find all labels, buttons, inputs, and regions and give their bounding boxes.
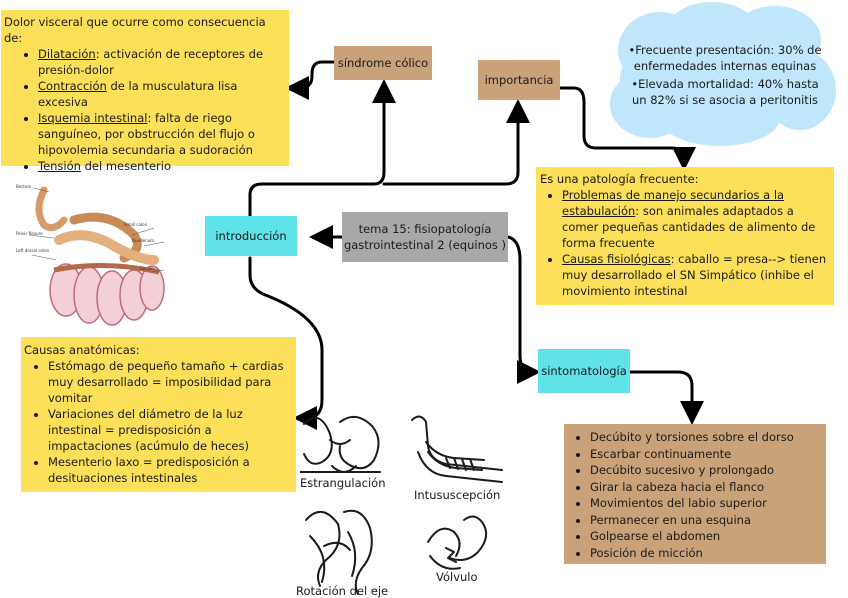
introduccion-node: introducción [205, 216, 297, 256]
svg-text:Pelvic flexure: Pelvic flexure [16, 231, 43, 236]
visceral-pain-box: Dolor visceral que ocurre como consecuen… [1, 10, 289, 173]
list-item: Contracción de la musculatura lisa exces… [38, 78, 285, 110]
list-item: Permanecer en una esquina [590, 512, 822, 529]
anatomicas-intro: Causas anatómicas: [24, 343, 140, 357]
sintomatologia-node: sintomatología [538, 349, 630, 393]
list-item: Estómago de pequeño tamaño + cardias muy… [48, 358, 292, 406]
patologia-frecuente-box: Es una patología frecuente: Problemas de… [536, 167, 834, 305]
caption-volvulo: Vólvulo [436, 570, 478, 584]
svg-text:Duodenum: Duodenum [132, 238, 154, 243]
sintomas-box: Decúbito y torsiones sobre el dorso Esca… [564, 424, 826, 564]
list-item: Movimientos del labio superior [590, 495, 822, 512]
volvulo-drawing [427, 515, 488, 570]
list-item: Escarbar continuamente [590, 446, 822, 463]
svg-text:Rectum: Rectum [16, 184, 31, 189]
horse-intestine-illustration: Rectum Pelvic flexure Left dorsal colon … [14, 180, 188, 335]
list-item: Decúbito sucesivo y prolongado [590, 462, 822, 479]
svg-text:Small colon: Small colon [124, 222, 148, 227]
caption-rotacion: Rotación del eje [296, 584, 389, 598]
intestinal-lesion-drawings [300, 415, 503, 595]
cloud-text-1: •Frecuente presentación: 30% de enfermed… [628, 43, 822, 73]
caption-intususcepcion: Intususcepción [414, 488, 501, 502]
importancia-node: importancia [478, 60, 560, 100]
anatomicas-list: Estómago de pequeño tamaño + cardias muy… [24, 358, 292, 486]
frecuente-list: Problemas de manejo secundarios a la est… [540, 187, 830, 299]
list-item: Variaciones del diámetro de la luz intes… [48, 406, 292, 454]
estrangulacion-drawing [300, 415, 381, 473]
list-item: Mesenterio laxo = predisposición a desit… [48, 454, 292, 486]
list-item: Girar la cabeza hacia el flanco [590, 479, 822, 496]
list-item: Golpearse el abdomen [590, 528, 822, 545]
sintomas-list: Decúbito y torsiones sobre el dorso Esca… [568, 429, 822, 561]
svg-text:Left dorsal colon: Left dorsal colon [16, 248, 50, 253]
list-item: Problemas de manejo secundarios a la est… [562, 187, 830, 251]
list-item: Decúbito y torsiones sobre el dorso [590, 429, 822, 446]
cloud-text-2: •Elevada mortalidad: 40% hasta un 82% si… [631, 77, 819, 107]
center-topic-node: tema 15: fisiopatología gastrointestinal… [342, 212, 508, 262]
svg-text:Cecum: Cecum [140, 266, 154, 271]
visceral-intro: Dolor visceral que ocurre como consecuen… [4, 15, 266, 45]
list-item: Isquemia intestinal: falta de riego sang… [38, 110, 285, 158]
intususcepcion-drawing [411, 415, 503, 483]
causas-anatomicas-box: Causas anatómicas: Estómago de pequeño t… [21, 337, 296, 492]
list-item: Tensión del mesenterio [38, 158, 285, 174]
list-item: Dilatación: activación de receptores de … [38, 46, 285, 78]
list-item: Causas fisiológicas: caballo = presa--> … [562, 251, 830, 299]
visceral-list: Dilatación: activación de receptores de … [4, 46, 285, 174]
list-item: Posición de micción [590, 545, 822, 562]
rotacion-drawing [305, 509, 373, 595]
caption-estrangulacion: Estrangulación [300, 476, 386, 490]
frecuente-intro: Es una patología frecuente: [540, 172, 699, 186]
sindrome-colico-node: síndrome cólico [334, 46, 432, 80]
